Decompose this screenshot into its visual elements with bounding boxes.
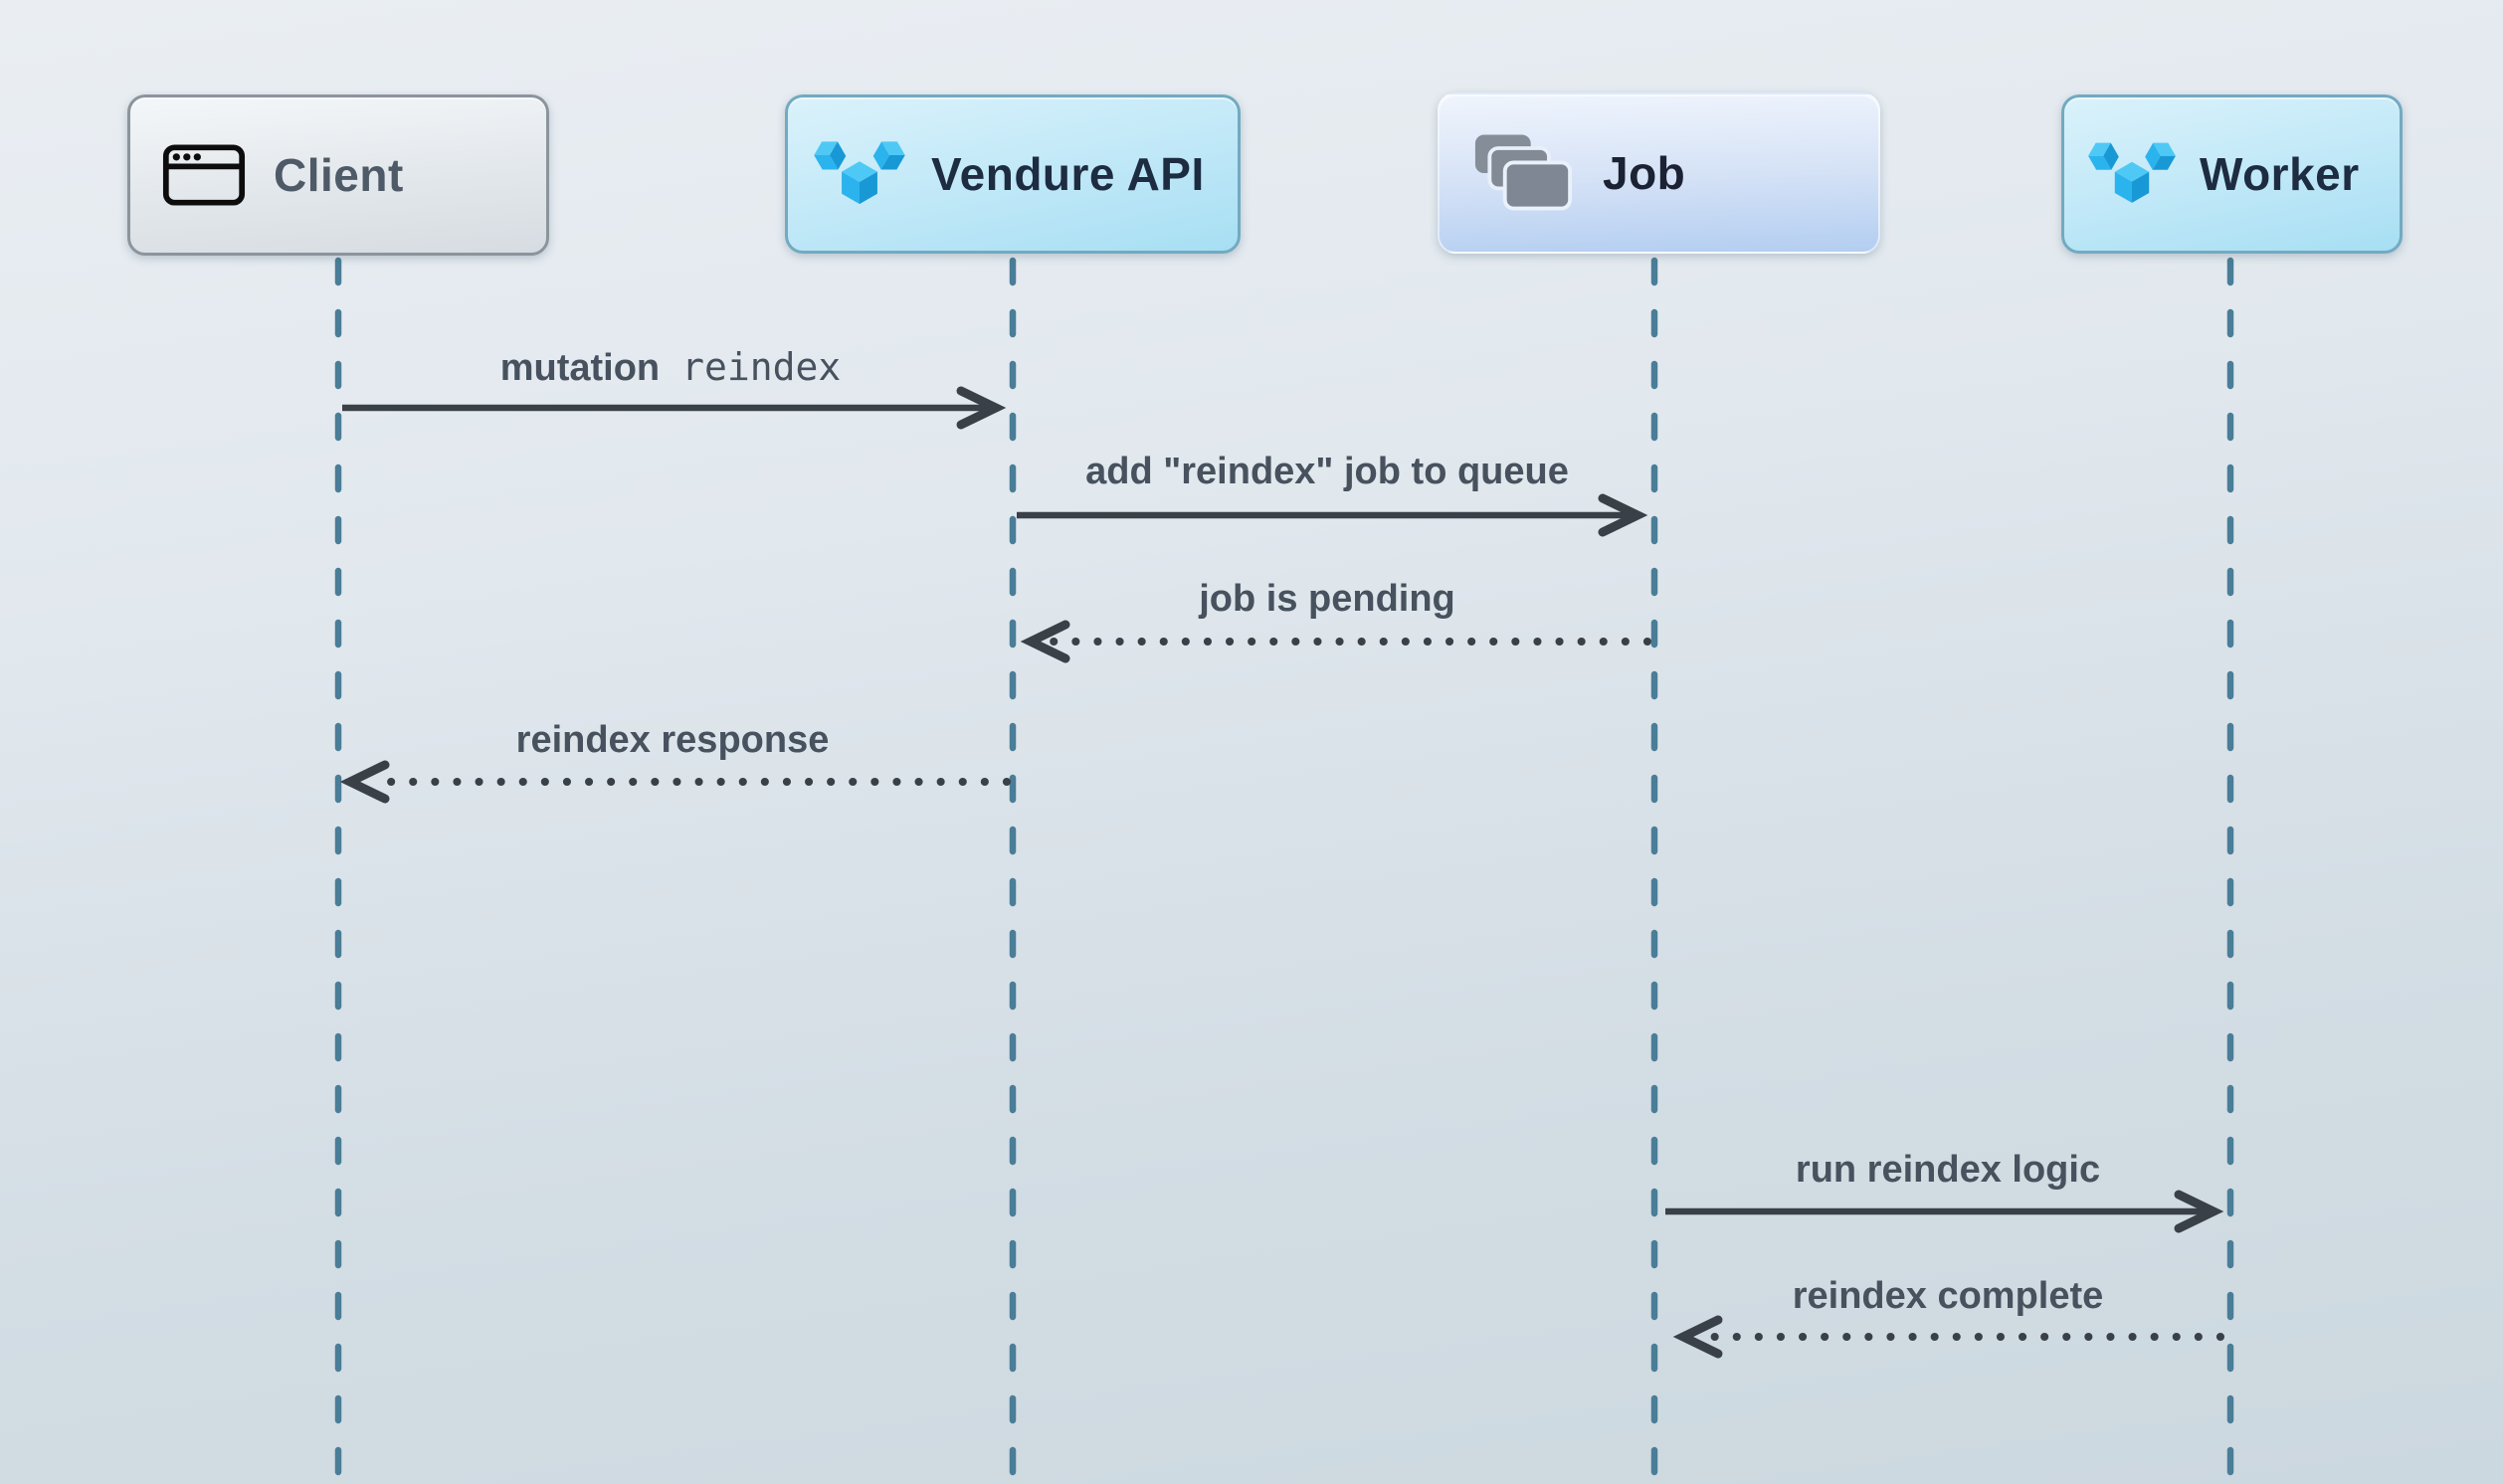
actor-label: Worker [2200, 148, 2360, 200]
arrow-mutation-reindex [342, 386, 1007, 430]
arrowhead-right-icon [1598, 493, 1648, 537]
message-label-add-job-to-queue: add "reindex" job to queue [1085, 450, 1569, 495]
actor-job: Job [1438, 93, 1880, 254]
message-label-mutation-reindex: mutation reindex [500, 345, 842, 392]
actor-label: Job [1603, 147, 1686, 199]
message-label-reindex-complete: reindex complete [1793, 1274, 2104, 1320]
arrow-add-job-to-queue [1017, 493, 1648, 537]
message-text: reindex complete [1792, 1275, 2104, 1317]
arrow-reindex-complete [1672, 1315, 2224, 1359]
actor-worker: Worker [2061, 94, 2403, 254]
actor-label: Vendure API [931, 148, 1205, 200]
arrow-job-is-pending [1020, 620, 1651, 663]
arrowhead-left-icon [339, 760, 390, 804]
message-text: reindex response [515, 719, 830, 761]
message-label-run-reindex-logic: run reindex logic [1796, 1148, 2100, 1194]
vendure-logo-icon [2084, 133, 2180, 215]
arrow-reindex-response [339, 760, 1011, 804]
message-text: job is pending [1199, 578, 1455, 620]
vendure-logo-icon [810, 132, 909, 216]
actor-vendure-api: Vendure API [785, 94, 1241, 254]
arrowhead-left-icon [1672, 1315, 1723, 1359]
actor-label: Client [274, 149, 404, 201]
arrowhead-left-icon [1020, 620, 1070, 663]
message-label-job-is-pending: job is pending [1199, 577, 1455, 623]
actor-client: Client [127, 94, 549, 256]
message-code-text: reindex [681, 345, 842, 389]
arrow-run-reindex-logic [1665, 1190, 2224, 1233]
browser-window-icon [162, 143, 246, 207]
arrowhead-right-icon [2174, 1190, 2224, 1233]
message-label-reindex-response: reindex response [516, 718, 830, 764]
message-text: add "reindex" job to queue [1085, 451, 1569, 492]
arrowhead-right-icon [956, 386, 1007, 430]
message-text: run reindex logic [1795, 1149, 2101, 1191]
stacked-cards-icon [1473, 132, 1573, 214]
message-text: mutation [499, 347, 661, 389]
